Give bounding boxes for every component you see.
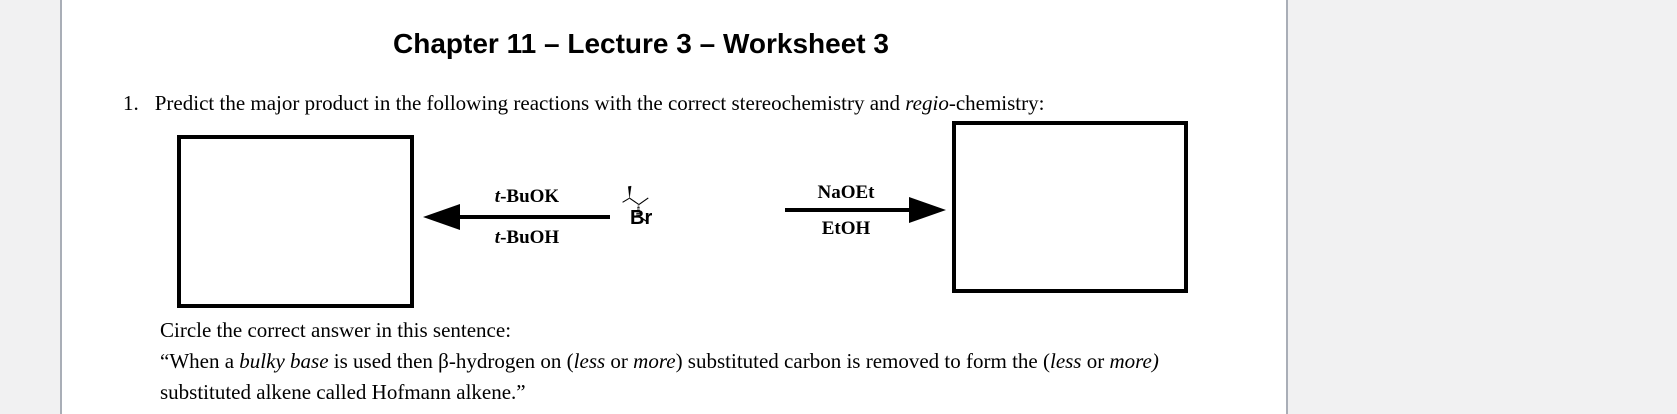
worksheet-title: Chapter 11 – Lecture 3 – Worksheet 3: [393, 28, 889, 59]
left-reagent-top: t-BuOK: [494, 186, 560, 207]
bond-c2-br: [622, 197, 630, 203]
circle-instruction: Circle the correct answer in this senten…: [160, 318, 512, 342]
right-reagent-bottom: EtOH: [821, 218, 871, 239]
question-text: Predict the major product in the followi…: [154, 91, 906, 115]
question-text-end: -chemistry:: [948, 91, 1045, 115]
answer-box-left: [177, 135, 414, 308]
right-arrow-line: [785, 208, 912, 212]
quote-line-1: “When a bulky base is used then β-hydrog…: [160, 349, 1159, 373]
quote-line-2: substituted alkene called Hofmann alkene…: [160, 380, 526, 404]
bond-hash-ethyl: [636, 205, 641, 216]
left-reagent-bottom: t-BuOH: [494, 227, 560, 248]
bond-c3-methyl: [638, 197, 649, 206]
left-arrow-line: [455, 215, 610, 219]
bond-wedge-methyl: [628, 185, 632, 199]
substrate-structure: [622, 185, 649, 223]
question-text-italic: regio: [905, 91, 949, 115]
right-arrow-head-icon: [909, 197, 946, 223]
bond-ethyl-terminal: [637, 214, 649, 223]
right-reagent-top: NaOEt: [817, 182, 875, 203]
question-number: 1.: [123, 91, 139, 115]
br-label: Br: [630, 207, 653, 229]
answer-box-right: [952, 121, 1188, 293]
left-arrow-head-icon: [423, 204, 460, 230]
question-1: 1. Predict the major product in the follo…: [123, 90, 1044, 116]
bond-c2-c3: [628, 197, 640, 206]
